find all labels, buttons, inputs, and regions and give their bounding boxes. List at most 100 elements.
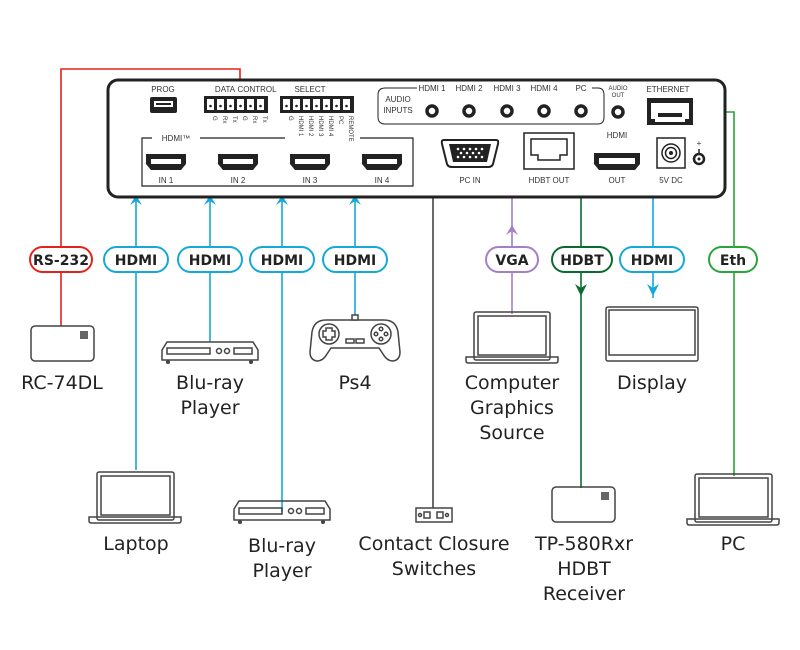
vga-pc-in-port[interactable]: PC IN (440, 139, 500, 185)
rs232-pill: RS-232 (29, 246, 93, 273)
hdbt-out-label: HDBT OUT (529, 176, 570, 185)
ethernet-port-icon[interactable] (647, 98, 693, 125)
audio-out-jack-icon[interactable] (611, 105, 625, 119)
receiver-label-line2: HDBT (557, 558, 611, 580)
plus-label: + (697, 139, 702, 148)
hdmi-input-3-port[interactable]: IN 3 (290, 154, 330, 185)
bluray1-label-line1: Blu-ray (176, 372, 244, 394)
arrow-up-icon (506, 225, 518, 235)
device-labels: RC-74DL Blu-ray Player Ps4 Computer Grap… (21, 372, 745, 605)
hdmi-input-4-port[interactable]: IN 4 (362, 154, 402, 185)
switch-box-icon (415, 507, 453, 523)
hdbt-out-port[interactable]: HDBT OUT (523, 132, 575, 185)
display-monitor (605, 306, 699, 362)
audio-jack-icon[interactable] (425, 104, 439, 118)
pin-label: PC (337, 116, 343, 125)
hdmi-in1-pill: HDMI (103, 246, 169, 273)
ps4-gamepad (309, 314, 401, 362)
prog-label: PROG (151, 85, 175, 94)
power-port[interactable]: 5V DC (656, 137, 686, 185)
svg-text:Eth: Eth (720, 253, 746, 269)
power-label: 5V DC (659, 176, 683, 185)
hdmi-input-1-port[interactable]: IN 1 (146, 154, 186, 185)
pin-label: REMOTE (347, 116, 353, 142)
svg-text:HDMI: HDMI (189, 253, 231, 269)
audio-channel-label: PC (575, 84, 586, 93)
audio-channel-labels: HDMI 1 HDMI 2 HDMI 3 HDMI 4 PC (418, 84, 586, 93)
audio-jack-icon[interactable] (462, 104, 476, 118)
hdmi-out-port[interactable]: OUT (594, 153, 640, 185)
laptop-label: Laptop (103, 533, 168, 555)
contact-label-line2: Switches (392, 558, 476, 580)
in1-label: IN 1 (159, 176, 174, 185)
svg-text:HDMI: HDMI (334, 253, 376, 269)
contact-label-line1: Contact Closure (358, 533, 509, 555)
pin-label: G (211, 116, 217, 121)
audio-inputs-label-line1: AUDIO (385, 95, 410, 104)
hdmi-out-pill: HDMI (619, 246, 685, 273)
devices (30, 306, 780, 526)
svg-text:HDBT: HDBT (560, 253, 604, 269)
hdmi-in3-pill: HDMI (249, 246, 315, 273)
receiver-label-line3: Receiver (543, 583, 625, 605)
hdmi-input-2-port[interactable]: IN 2 (218, 154, 258, 185)
laptop (88, 471, 182, 524)
pin-label: G (287, 116, 293, 121)
connection-labels: RS-232 HDMI HDMI HDMI HDMI VGA HDBT HDM (29, 246, 758, 273)
bluray2-label-line2: Player (252, 560, 311, 582)
laptop-icon (694, 473, 773, 523)
arrow-down-icon (575, 284, 587, 296)
hdmi-out-label: OUT (609, 176, 626, 185)
pin-label: HDMI 1 (297, 116, 303, 137)
rc74dl-controller (30, 325, 95, 362)
audio-channel-label: HDMI 4 (530, 84, 558, 93)
arrow-up-icon (204, 195, 216, 205)
computer-laptop (465, 311, 559, 364)
arrowheads (130, 195, 659, 296)
ps4-label: Ps4 (338, 372, 371, 394)
audio-jack-icon[interactable] (537, 104, 551, 118)
eth-pill: Eth (708, 246, 758, 273)
hdmi-group-label: HDMI™ (162, 134, 190, 143)
laptop-icon (473, 311, 551, 361)
tp580rxr-receiver (551, 486, 616, 523)
arrow-up-icon (276, 195, 288, 205)
bluray-player-icon (233, 500, 331, 521)
in2-label: IN 2 (231, 176, 246, 185)
usb-port-icon[interactable] (150, 97, 177, 113)
in4-label: IN 4 (375, 176, 390, 185)
audio-channel-label: HDMI 2 (455, 84, 483, 93)
rs232-terminal-block-icon[interactable] (204, 96, 268, 113)
bluray-player-2 (233, 500, 331, 525)
bluray-player-1 (161, 341, 259, 365)
pin-label: HDMI 4 (327, 116, 333, 137)
pin-label: Rx (221, 116, 227, 123)
hdmi-in2-pill: HDMI (177, 246, 243, 273)
kramer-logo-icon (80, 331, 88, 339)
switcher-rear-panel: PROG DATA CONTROL G Rx Tx G (106, 78, 727, 199)
laptop-icon (96, 471, 175, 521)
contact-closure-switches (415, 507, 453, 523)
audio-channel-label: HDMI 3 (493, 84, 521, 93)
control-label: CONTROL (237, 85, 277, 94)
pin-label: G (241, 116, 247, 121)
in3-label: IN 3 (303, 176, 318, 185)
arrow-down-icon (647, 284, 659, 296)
bluray2-label-line1: Blu-ray (248, 535, 316, 557)
audio-jack-icon[interactable] (500, 104, 514, 118)
vga-pill: VGA (485, 246, 539, 273)
controller-icon (30, 325, 95, 362)
audio-inputs-label-line2: INPUTS (383, 106, 412, 115)
pin-label: HDMI 2 (307, 116, 313, 137)
audio-out-label-line1: AUDIO (608, 86, 627, 92)
receiver-label-line1: TP-580Rxr (534, 533, 633, 555)
pin-label: Rx (251, 116, 257, 123)
hdmi-group-bracket (141, 137, 414, 187)
pc-in-label: PC IN (459, 176, 481, 185)
select-terminal-block-icon[interactable] (280, 96, 354, 113)
rc74dl-label: RC-74DL (21, 372, 103, 394)
pin-label: HDMI 3 (317, 116, 323, 137)
audio-jack-icon[interactable] (574, 104, 588, 118)
monitor-icon (605, 306, 699, 362)
